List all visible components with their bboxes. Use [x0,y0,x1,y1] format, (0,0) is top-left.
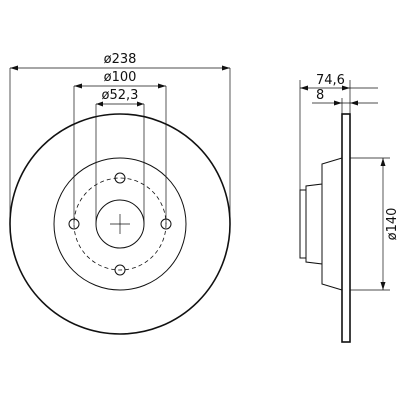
side-extension-lines [299,80,390,291]
total-height-label: 74,6 [316,73,345,88]
bolt-hole-bottom [114,264,126,276]
outer-diameter-label: ø238 [104,52,137,67]
front-view: ø238 ø100 ø52,3 [9,52,231,335]
center-bore-label: ø52,3 [102,88,139,103]
side-view: 74,6 8 ø140 [299,73,400,343]
dim-total-height: 74,6 [300,73,378,91]
hat-circle [53,157,187,291]
dim-hub-diameter: ø140 [380,158,400,290]
disc-thickness-label: 8 [316,88,324,103]
dim-disc-thickness: 8 [312,88,378,106]
bolt-circle-label: ø100 [104,70,137,85]
front-extension-lines [9,68,231,224]
center-marks [110,214,130,234]
dim-bolt-circle: ø100 [74,70,166,89]
hub-diameter-label: ø140 [385,208,400,241]
dim-outer-diameter: ø238 [10,52,230,71]
hub-profile [299,157,343,291]
bolt-hole-top [114,172,126,184]
disc-plate-profile [341,113,351,343]
dim-center-bore: ø52,3 [96,88,144,107]
bolt-holes [68,172,172,276]
